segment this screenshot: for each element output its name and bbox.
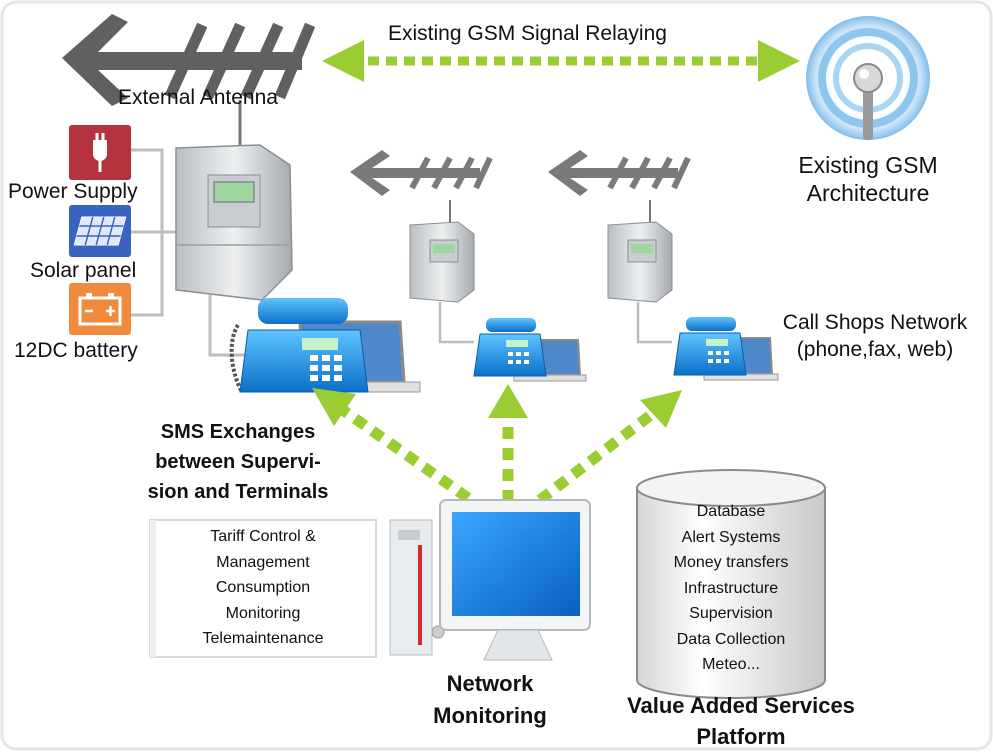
monitoring-computer-icon [389, 499, 591, 661]
call-shops-label: Call Shops Network (phone,fax, web) [760, 311, 990, 362]
vas-line: Infrastructure [683, 579, 779, 597]
solar-panel-label: Solar panel [30, 259, 137, 282]
antenna-2-icon [350, 150, 493, 196]
vas-line2: Platform [696, 724, 786, 749]
network-monitoring-line1: Network [446, 671, 534, 696]
vas-line: Alert Systems [681, 528, 781, 546]
gsm-architecture-line2: Architecture [806, 180, 930, 207]
power-supply-icon [69, 125, 131, 180]
tariff-line: Telemaintenance [202, 630, 324, 647]
battery-icon [69, 283, 131, 335]
vas-line: Data Collection [676, 630, 786, 648]
sms-exchanges-label: SMS Exchanges between Supervi- sion and … [128, 417, 348, 507]
external-antenna-label: External Antenna [118, 86, 278, 109]
tariff-line: Tariff Control & [210, 528, 316, 545]
vas-cylinder-text: Database Alert Systems Money transfers I… [640, 499, 822, 678]
gsm-terminal-2 [409, 200, 475, 344]
vas-line: Money transfers [673, 554, 789, 571]
network-monitoring-line2: Monitoring [433, 703, 547, 728]
battery-label: 12DC battery [14, 339, 138, 362]
solar-panel-icon [69, 205, 131, 257]
sms-line2: between Supervi- [155, 451, 321, 473]
sms-line1: SMS Exchanges [160, 421, 316, 443]
tariff-line: Management [216, 553, 310, 571]
call-shops-line1: Call Shops Network [782, 311, 968, 334]
external-antenna-icon [62, 14, 316, 106]
tariff-box [149, 519, 377, 658]
phone-3-icon [673, 317, 747, 376]
vas-platform-label: Value Added Services Platform [600, 690, 882, 752]
network-monitoring-label: Network Monitoring [400, 668, 580, 732]
vas-line1: Value Added Services [627, 693, 855, 718]
power-supply-label: Power Supply [8, 180, 138, 203]
main-phone-icon [229, 298, 369, 393]
gsm-relay-arrow [322, 40, 800, 82]
vas-line: Meteo... [702, 656, 760, 673]
main-gsm-terminal [175, 100, 293, 357]
gsm-tower-icon [806, 16, 930, 140]
call-shops-line2: (phone,fax, web) [796, 338, 954, 362]
antenna-3-icon [548, 150, 691, 196]
vas-cylinder [636, 469, 826, 699]
phone-2-icon [473, 318, 547, 377]
gsm-architecture-line1: Existing GSM [798, 152, 938, 178]
tariff-box-text: Tariff Control & Management Consumption … [156, 524, 370, 652]
gsm-architecture-label: Existing GSM Architecture [770, 152, 966, 207]
power-cables [131, 148, 176, 317]
relay-label: Existing GSM Signal Relaying [388, 22, 667, 45]
sms-arrows [312, 384, 682, 505]
vas-line: Supervision [689, 605, 773, 622]
gsm-terminal-3 [607, 200, 673, 344]
tariff-line: Monitoring [225, 604, 301, 622]
tariff-line: Consumption [215, 579, 311, 596]
vas-line: Database [696, 503, 766, 520]
sms-line3: sion and Terminals [147, 481, 329, 503]
